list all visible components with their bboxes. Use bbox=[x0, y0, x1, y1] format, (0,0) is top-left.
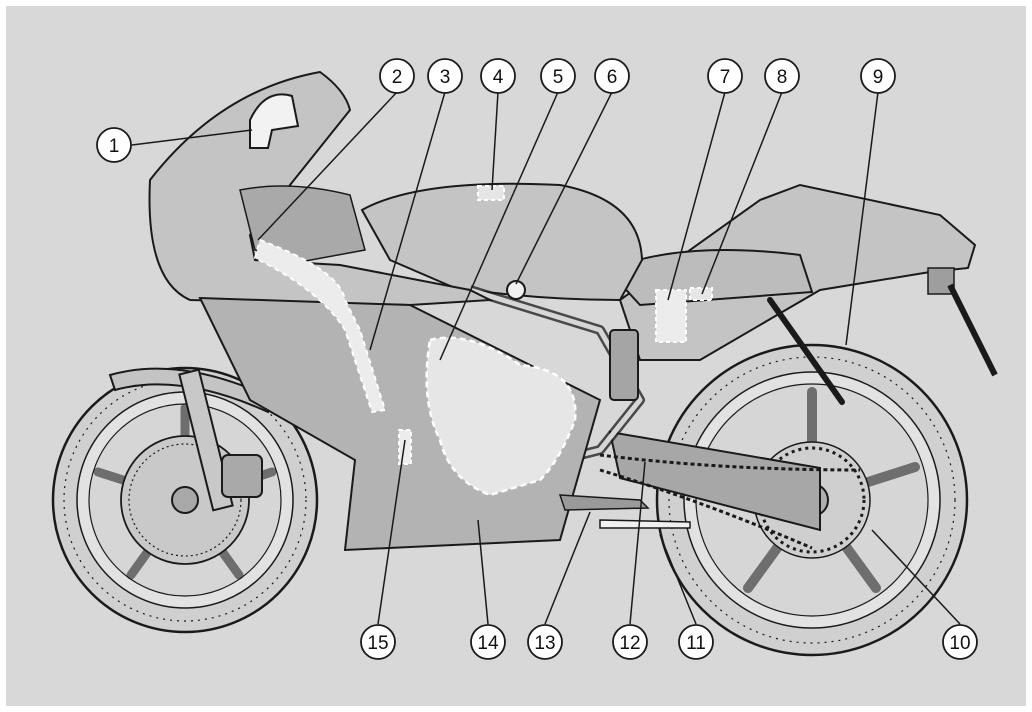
callout-circle bbox=[360, 624, 396, 660]
upper-fairing bbox=[148, 70, 494, 307]
callout-label: 6 bbox=[607, 67, 618, 88]
callout-circle bbox=[678, 624, 714, 660]
leader-lines bbox=[131, 91, 961, 625]
callout-label: 15 bbox=[367, 633, 388, 654]
cutaway-15 bbox=[398, 429, 412, 465]
callout-label: 1 bbox=[109, 136, 120, 157]
callout-label: 7 bbox=[720, 67, 731, 88]
callout-13: 13 bbox=[527, 624, 563, 660]
callout-circle bbox=[480, 58, 516, 94]
callout-circle bbox=[379, 58, 415, 94]
cutaway-7 bbox=[655, 289, 687, 343]
callout-label: 5 bbox=[553, 67, 564, 88]
cable-cutaway bbox=[253, 238, 387, 414]
gear-lever bbox=[558, 494, 650, 511]
front-wheel bbox=[51, 366, 319, 634]
callout-label: 11 bbox=[686, 633, 706, 654]
cutaway-4 bbox=[477, 185, 505, 201]
callout-circle bbox=[96, 127, 132, 163]
callout-circle bbox=[540, 58, 576, 94]
callout-label: 10 bbox=[949, 633, 970, 654]
callout-circle bbox=[427, 58, 463, 94]
callout-label: 9 bbox=[873, 67, 884, 88]
callout-label: 3 bbox=[440, 67, 451, 88]
callout-9: 9 bbox=[860, 58, 896, 94]
callout-label: 4 bbox=[493, 67, 504, 88]
callout-1: 1 bbox=[96, 127, 132, 163]
frame bbox=[468, 285, 645, 465]
callout-7: 7 bbox=[707, 58, 743, 94]
callout-circle bbox=[612, 624, 648, 660]
callout-5: 5 bbox=[540, 58, 576, 94]
callout-6: 6 bbox=[594, 58, 630, 94]
callout-4: 4 bbox=[480, 58, 516, 94]
callout-circle bbox=[707, 58, 743, 94]
callout-label: 13 bbox=[534, 633, 555, 654]
fuel-cap bbox=[506, 280, 526, 300]
callout-circle bbox=[764, 58, 800, 94]
callout-circle bbox=[860, 58, 896, 94]
callout-circle bbox=[527, 624, 563, 660]
callout-11: 11 bbox=[678, 624, 714, 660]
footrest bbox=[599, 519, 691, 529]
callout-circle bbox=[594, 58, 630, 94]
callout-label: 8 bbox=[777, 67, 788, 88]
callout-circle bbox=[470, 624, 506, 660]
callout-8: 8 bbox=[764, 58, 800, 94]
callout-15: 15 bbox=[360, 624, 396, 660]
cockpit bbox=[239, 185, 366, 263]
callout-label: 12 bbox=[619, 633, 640, 654]
callout-circle bbox=[942, 624, 978, 660]
callout-12: 12 bbox=[612, 624, 648, 660]
callout-10: 10 bbox=[942, 624, 978, 660]
swingarm bbox=[599, 430, 861, 550]
callout-14: 14 bbox=[470, 624, 506, 660]
callout-label: 2 bbox=[392, 67, 403, 88]
mirror bbox=[249, 93, 300, 149]
engine-cutaway bbox=[425, 336, 577, 497]
callout-label: 14 bbox=[477, 633, 499, 654]
callout-2: 2 bbox=[379, 58, 415, 94]
cutaway-8 bbox=[689, 287, 713, 301]
callout-3: 3 bbox=[427, 58, 463, 94]
